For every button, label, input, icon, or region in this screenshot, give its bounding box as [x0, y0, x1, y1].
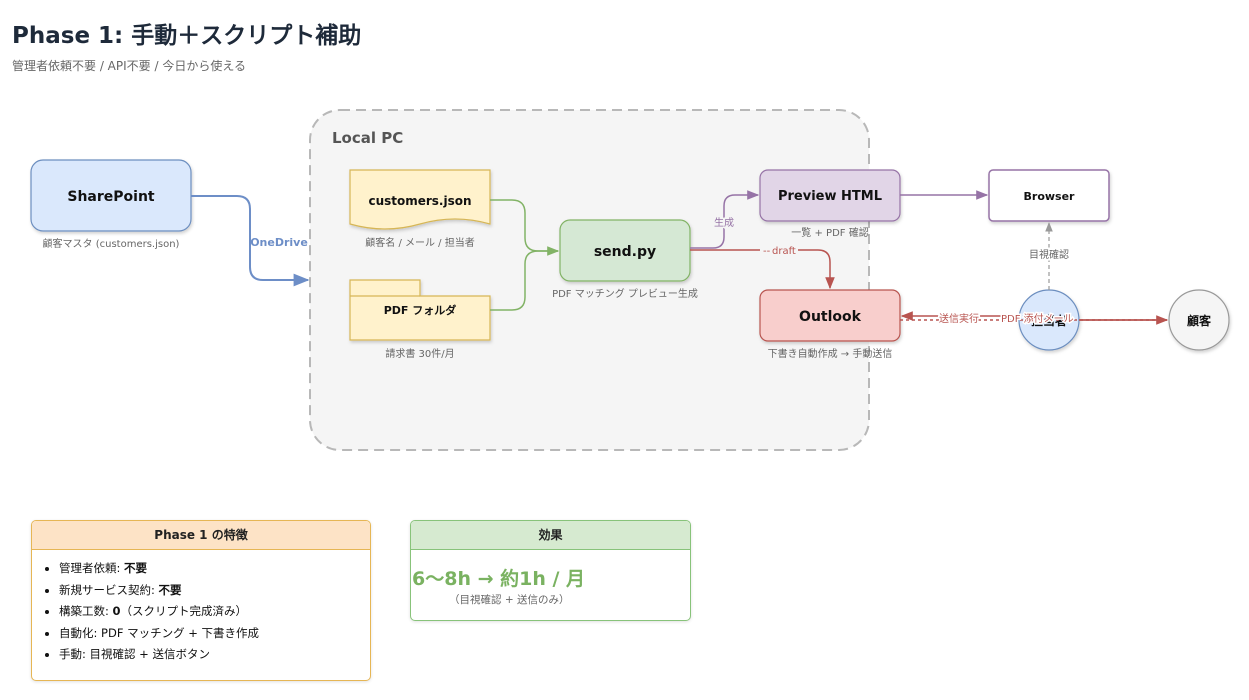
- edge-pdf-to-sendpy: [490, 250, 558, 311]
- edge-label-soushin: 送信実行: [939, 312, 979, 325]
- sharepoint-caption: 顧客マスタ (customers.json): [43, 237, 180, 250]
- outlook-node: Outlook: [759, 289, 901, 342]
- edge-label-mokushi: 目視確認: [1029, 248, 1069, 261]
- preview-html-label: Preview HTML: [778, 189, 882, 204]
- customers-json-caption: 顧客名 / メール / 担当者: [365, 236, 474, 249]
- edge-label-onedrive: OneDrive: [250, 236, 308, 249]
- edge-label-draft: draft: [772, 246, 796, 257]
- preview-html-caption: 一覧 + PDF 確認: [791, 226, 868, 239]
- kokyaku-node: 顧客: [1168, 289, 1230, 351]
- edge-label-seisei: 生成: [714, 216, 734, 229]
- tantou-node: 担当者: [1018, 289, 1080, 351]
- page-subtitle: 管理者依頼不要 / API不要 / 今日から使える: [12, 59, 246, 73]
- effect-panel: 効果 6〜8h → 約1h / 月 （目視確認 + 送信のみ）: [410, 520, 691, 621]
- effect-main-value: 6〜8h → 約1h / 月: [412, 568, 586, 590]
- edge-label-pdf-mail: PDF 添付メール: [1001, 312, 1074, 325]
- effect-panel-title: 効果: [411, 521, 690, 550]
- features-list: 管理者依頼: 不要 新規サービス契約: 不要 構築工数: 0（スクリプト完成済み…: [32, 558, 370, 666]
- feature-item: 自動化: PDF マッチング + 下書き作成: [59, 623, 370, 645]
- edge-json-to-sendpy: [490, 199, 560, 256]
- local-pc-label: Local PC: [332, 129, 403, 147]
- feature-item: 管理者依頼: 不要: [59, 558, 370, 580]
- edge-label-draft-dashes: --: [763, 246, 771, 257]
- customers-json-node: customers.json: [349, 169, 491, 230]
- sharepoint-node: SharePoint: [30, 159, 192, 232]
- pdf-folder-node: PDF フォルダ: [349, 279, 491, 341]
- preview-html-node: Preview HTML: [759, 169, 901, 222]
- edge-sendpy-to-preview: [690, 190, 760, 249]
- feature-item: 新規サービス契約: 不要: [59, 580, 370, 602]
- effect-sub-note: （目視確認 + 送信のみ）: [449, 594, 570, 606]
- send-py-label: send.py: [594, 244, 656, 260]
- tantou-label: 担当者: [1031, 313, 1067, 328]
- browser-node: Browser: [988, 169, 1110, 222]
- browser-label: Browser: [1024, 190, 1076, 203]
- sharepoint-label: SharePoint: [67, 189, 155, 205]
- edge-sharepoint-to-localpc: [191, 195, 310, 287]
- pdf-folder-caption: 請求書 30件/月: [385, 347, 454, 360]
- features-panel: Phase 1 の特徴 管理者依頼: 不要 新規サービス契約: 不要 構築工数:…: [31, 520, 371, 681]
- features-panel-title: Phase 1 の特徴: [32, 521, 370, 550]
- edge-sendpy-to-outlook: [690, 249, 835, 290]
- send-py-caption: PDF マッチング プレビュー生成: [552, 287, 698, 300]
- pdf-folder-label: PDF フォルダ: [384, 303, 457, 317]
- send-py-node: send.py: [559, 219, 691, 282]
- feature-item: 手動: 目視確認 + 送信ボタン: [59, 644, 370, 666]
- outlook-label: Outlook: [799, 309, 862, 325]
- kokyaku-label: 顧客: [1187, 313, 1212, 328]
- feature-item: 構築工数: 0（スクリプト完成済み）: [59, 601, 370, 623]
- outlook-caption: 下書き自動作成 → 手動送信: [768, 347, 893, 360]
- customers-json-label: customers.json: [368, 194, 471, 208]
- page-title: Phase 1: 手動＋スクリプト補助: [12, 23, 362, 49]
